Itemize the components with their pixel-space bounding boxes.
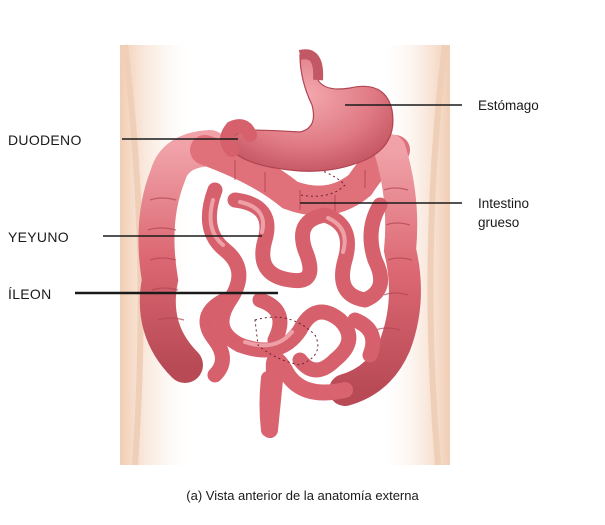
- label-yeyuno: YEYUNO: [8, 229, 69, 245]
- label-duodeno: DUODENO: [8, 132, 82, 148]
- leader-lines: [75, 104, 462, 295]
- figure-caption: (a) Vista anterior de la anatomía extern…: [186, 488, 419, 503]
- label-ileon: ÍLEON: [8, 286, 52, 302]
- small-intestine-highlights: [208, 198, 347, 348]
- label-intestino-line1: Intestino: [478, 196, 530, 211]
- stomach: [220, 49, 394, 172]
- cecum: [259, 371, 275, 437]
- label-estomago: Estómago: [478, 98, 539, 113]
- large-intestine: [138, 130, 421, 438]
- small-intestine: [199, 182, 389, 383]
- torso-silhouette: [120, 44, 450, 466]
- label-intestino-line2: grueso: [478, 215, 520, 230]
